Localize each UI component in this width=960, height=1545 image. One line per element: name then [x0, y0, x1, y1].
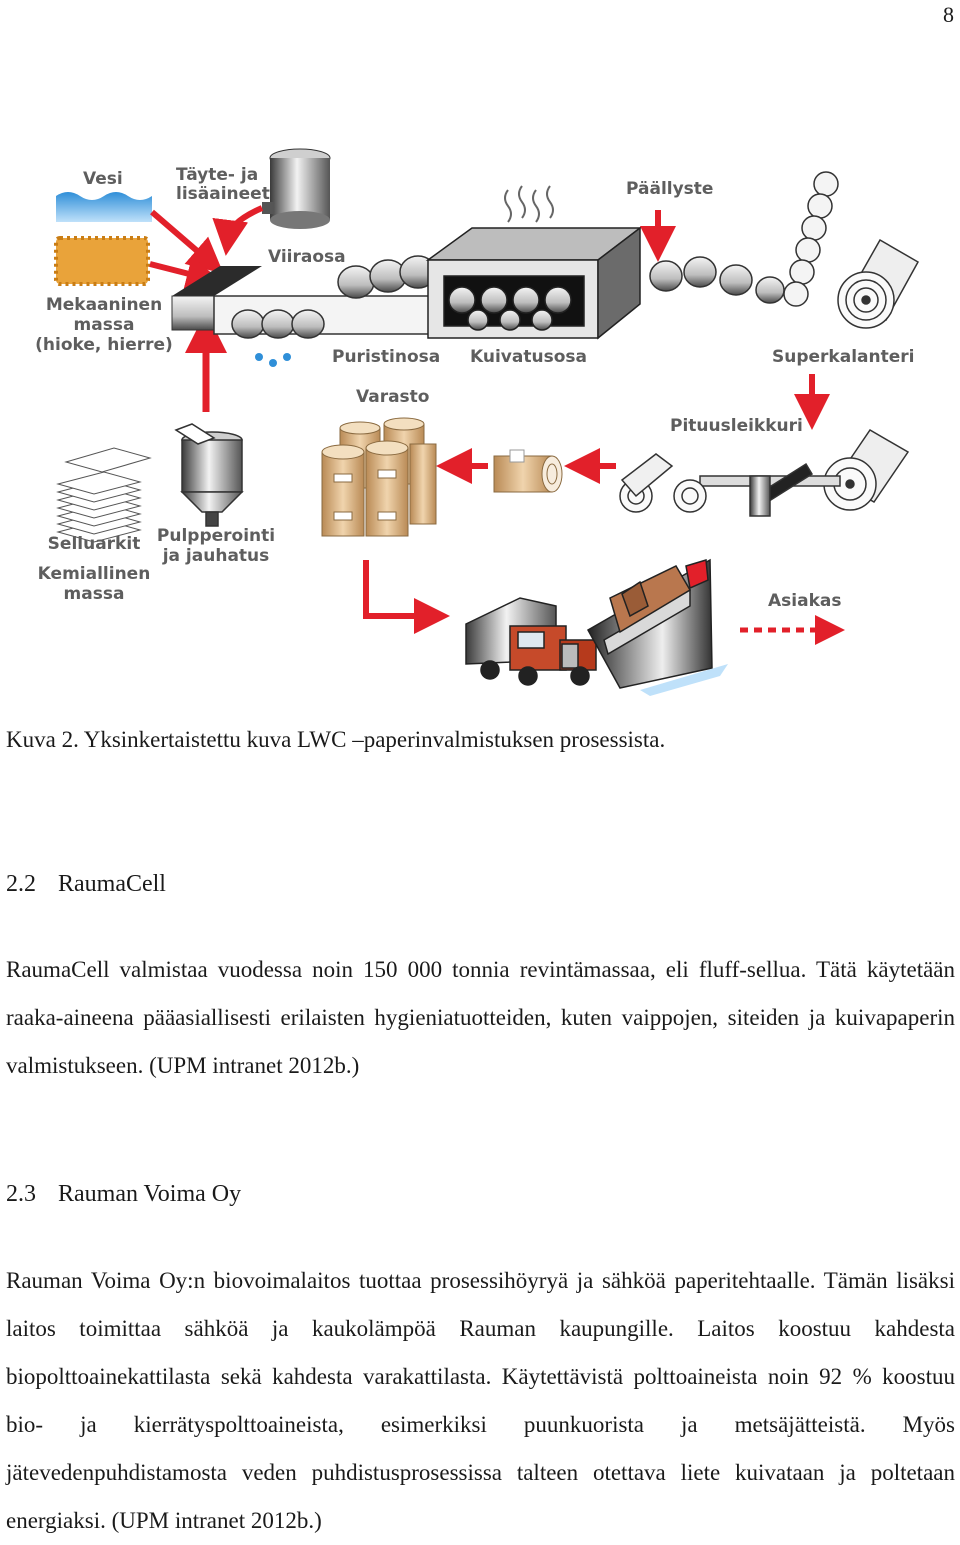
lwc-process-diagram: Vesi Mekaaninen massa (hioke, hierre) Tä… — [35, 148, 920, 696]
pulper-silo-icon — [174, 423, 244, 527]
paragraph-raumacell: RaumaCell valmistaa vuodessa noin 150 00… — [6, 957, 955, 1078]
section-number: 2.3 — [6, 1181, 36, 1207]
label-kemiallinen-2: massa — [64, 584, 125, 604]
label-kemiallinen-1: Kemiallinen — [38, 564, 151, 584]
mechanical-pulp-icon — [54, 236, 150, 286]
label-puristinosa: Puristinosa — [332, 347, 440, 367]
press-section-icon — [213, 255, 437, 339]
section-heading-2-2: 2.2 RaumaCell — [6, 871, 166, 898]
water-source-icon — [56, 192, 152, 222]
paper-reel-icon — [837, 238, 920, 329]
section-heading-2-3: 2.3 Rauman Voima Oy — [6, 1181, 241, 1208]
label-varasto: Varasto — [356, 387, 429, 407]
label-pulpperointi-2: ja jauhatus — [162, 546, 270, 566]
truck-icon — [465, 597, 597, 686]
label-pulpperointi-1: Pulpperointi — [157, 526, 275, 546]
additive-tank-icon — [262, 148, 331, 229]
label-pituusleikkuri: Pituusleikkuri — [670, 416, 803, 436]
page-number: 8 — [943, 2, 954, 27]
wrapped-reel-icon — [493, 449, 563, 493]
label-viiraosa: Viiraosa — [268, 247, 346, 267]
label-superkalanteri: Superkalanteri — [772, 347, 914, 367]
label-mekaaninen-1: Mekaaninen — [46, 295, 162, 315]
headbox-icon — [171, 266, 262, 331]
label-vesi: Vesi — [83, 169, 123, 189]
slitter-winder-icon — [619, 429, 910, 517]
label-mekaaninen-3: (hioke, hierre) — [35, 335, 173, 355]
supercalender-icon — [783, 171, 839, 307]
pulp-sheets-icon — [56, 447, 152, 543]
label-selluarkit: Selluarkit — [48, 534, 141, 554]
label-tayte-2: lisäaineet — [176, 184, 270, 204]
cargo-ship-icon — [586, 558, 728, 696]
label-kuivatusosa: Kuivatusosa — [470, 347, 587, 367]
label-mekaaninen-2: massa — [74, 315, 135, 335]
label-tayte-1: Täyte- ja — [176, 165, 258, 185]
label-paallyste: Päällyste — [626, 179, 713, 199]
section-title: RaumaCell — [58, 871, 166, 897]
coating-section-icon — [649, 256, 785, 304]
figure-caption: Kuva 2. Yksinkertaistettu kuva LWC –pape… — [6, 727, 666, 752]
warehouse-reels-icon — [321, 417, 437, 537]
section-title: Rauman Voima Oy — [58, 1181, 242, 1207]
label-asiakas: Asiakas — [768, 591, 841, 611]
steam-icon — [504, 185, 554, 223]
dryer-section-icon — [425, 226, 643, 340]
paragraph-rauman-voima: Rauman Voima Oy:n biovoimalaitos tuottaa… — [6, 1268, 955, 1533]
section-number: 2.2 — [6, 871, 36, 897]
water-drops-icon — [255, 353, 291, 367]
